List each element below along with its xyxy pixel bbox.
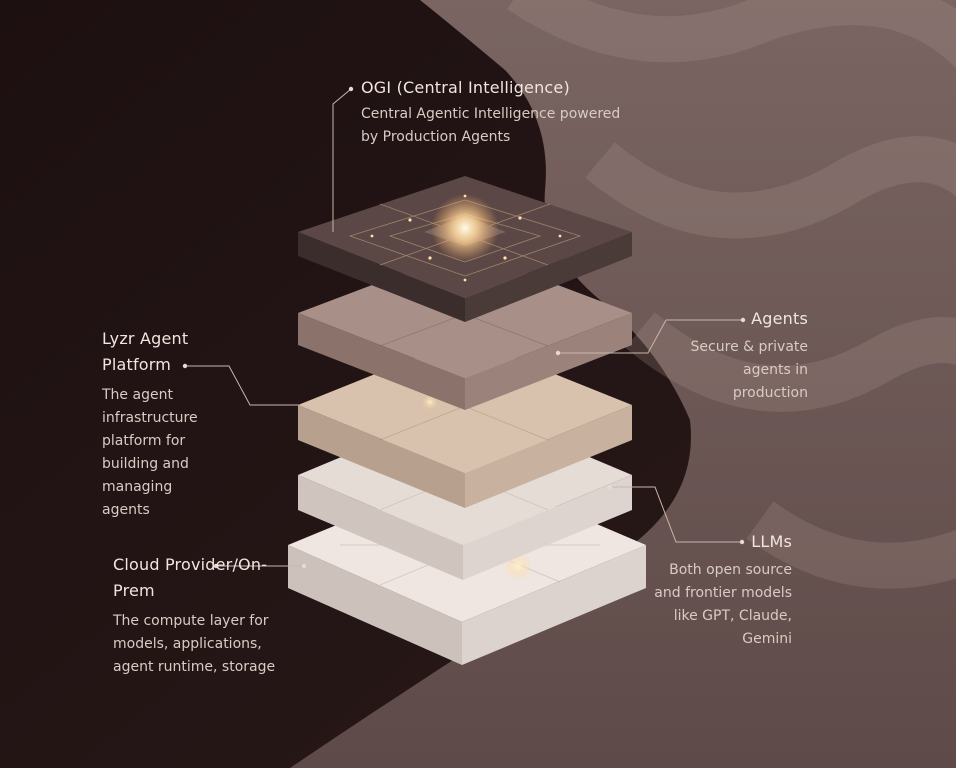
label-ogi-description: Central Agentic Intelligence powered by …	[361, 106, 621, 145]
background-panel	[290, 0, 956, 768]
leader-dot-llms	[739, 539, 745, 545]
label-agents-title: Agents	[751, 309, 808, 328]
label-cloud: Cloud Provider/On-Prem The compute layer…	[113, 552, 279, 679]
leader-end-agents	[555, 350, 561, 356]
label-platform-title: Lyzr Agent Platform	[102, 329, 189, 374]
label-ogi: OGI (Central Intelligence) Central Agent…	[361, 75, 621, 149]
leader-end-cloud	[301, 563, 307, 569]
core-glow	[431, 194, 499, 262]
leader-line-ogi	[332, 88, 352, 232]
label-llms-title: LLMs	[751, 532, 792, 551]
leader-line-agents	[558, 319, 743, 354]
leader-line-platform	[185, 365, 300, 406]
label-llms: LLMs Both open source and frontier model…	[652, 529, 792, 651]
leader-dot-platform	[182, 363, 188, 369]
label-llms-description: Both open source and frontier models lik…	[654, 562, 792, 647]
label-cloud-title: Cloud Provider/On-Prem	[113, 555, 268, 600]
label-platform: Lyzr Agent Platform The agent infrastruc…	[102, 326, 224, 522]
label-agents-description: Secure & private agents in production	[690, 339, 808, 401]
label-ogi-title: OGI (Central Intelligence)	[361, 78, 570, 97]
leader-dot-ogi	[348, 86, 354, 92]
label-cloud-description: The compute layer for models, applicatio…	[113, 613, 276, 675]
leader-dot-cloud	[213, 563, 219, 569]
leader-dot-agents	[740, 317, 746, 323]
label-agents: Agents Secure & private agents in produc…	[680, 306, 808, 405]
layer-slab-ogi	[298, 176, 632, 322]
leader-line-llms	[610, 486, 742, 543]
leader-end-llms	[607, 484, 613, 490]
label-platform-description: The agent infrastructure platform for bu…	[102, 387, 198, 518]
